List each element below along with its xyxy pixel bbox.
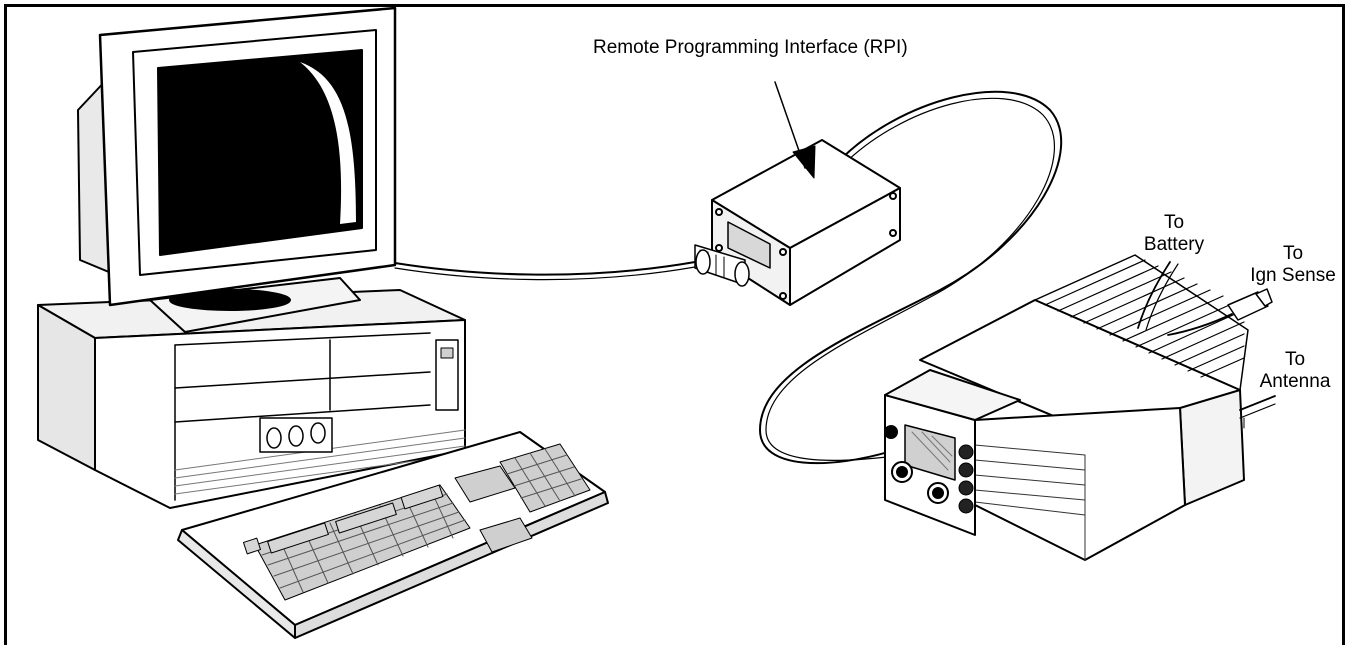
frame-right-border: [1342, 4, 1345, 645]
frame-top-border: [4, 4, 1344, 7]
pc-to-rpi-cable: [394, 261, 696, 276]
antenna-cable: [1239, 395, 1276, 411]
battery-label-text: Battery: [1143, 234, 1205, 255]
ign-sense-connector: [1227, 288, 1273, 321]
antenna-label: To Antenna: [1248, 349, 1342, 393]
rpi-label: Remote Programming Interface (RPI): [593, 37, 908, 58]
monitor-icon: [77, 6, 397, 333]
antenna-label-to: To: [1284, 349, 1306, 370]
battery-label: To Battery: [1134, 212, 1214, 256]
rpi-to-radio-cable: [759, 90, 1063, 465]
frame-left-border: [4, 4, 7, 645]
radio-icon: [884, 254, 1249, 561]
ign-sense-label-to: To: [1282, 243, 1304, 264]
battery-cable: [1137, 261, 1171, 329]
antenna-label-text: Antenna: [1259, 371, 1331, 392]
ign-sense-label: To Ign Sense: [1243, 243, 1343, 287]
ign-sense-label-text: Ign Sense: [1250, 265, 1336, 286]
ign-sense-cable: [1167, 313, 1233, 336]
keyboard-icon: [177, 431, 609, 639]
battery-label-to: To: [1163, 212, 1185, 233]
rpi-box-icon: [694, 81, 901, 306]
